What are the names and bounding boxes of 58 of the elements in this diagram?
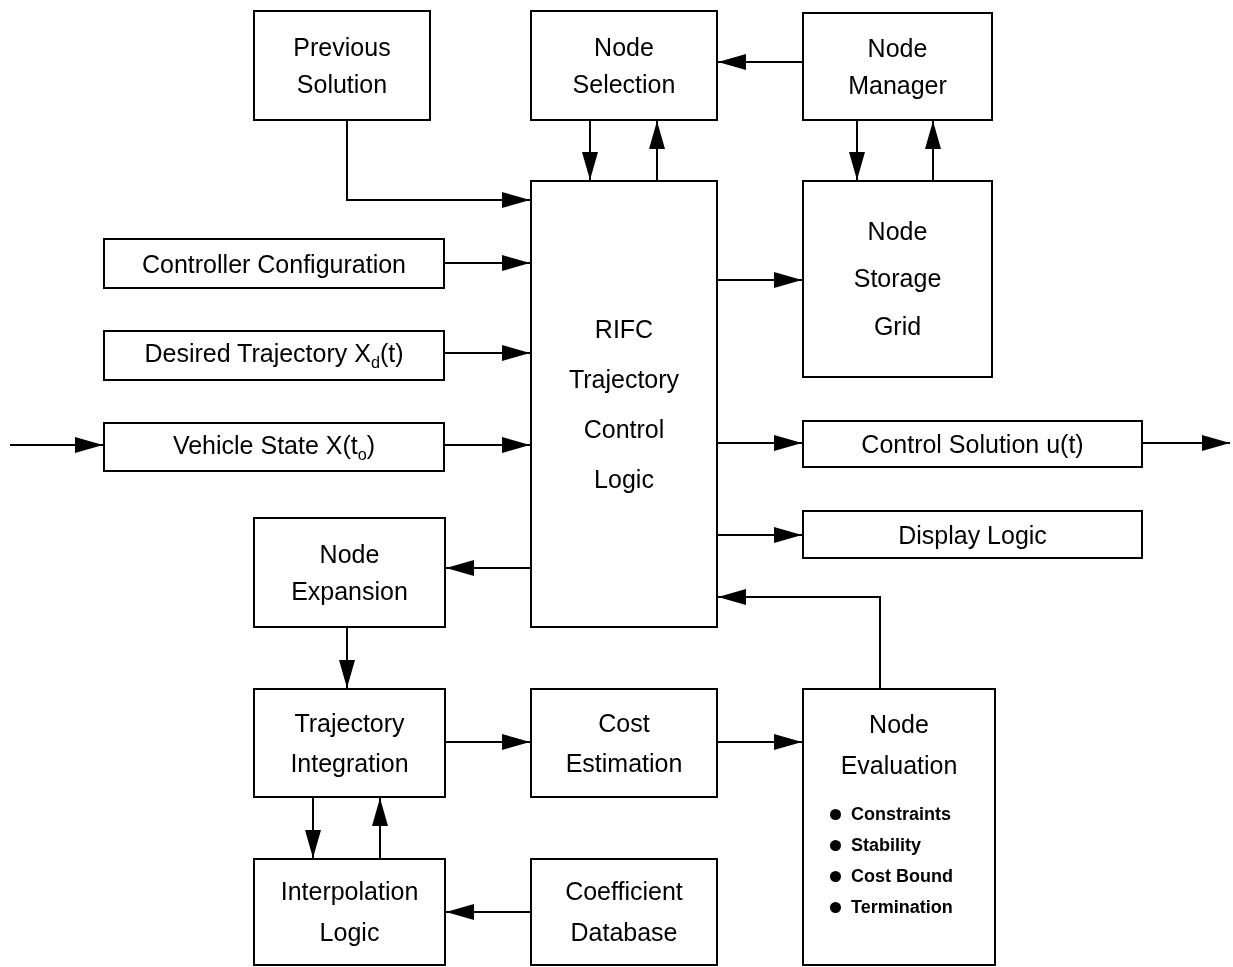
list-item: Termination: [851, 895, 953, 919]
process-box: [802, 180, 993, 378]
arrow: [649, 120, 665, 181]
process-box: [253, 858, 446, 966]
process-box: [802, 510, 1143, 559]
node-label: Desired Trajectory X$_{d}$(t): [144, 338, 404, 373]
arrow: [339, 627, 355, 689]
node-label: Trajectory Integration: [289, 708, 410, 779]
node-label: Vehicle State X(t$_{o}$): [172, 429, 376, 465]
process-box: [253, 688, 446, 798]
arrow: [717, 527, 803, 543]
arrow: [717, 54, 803, 70]
process-box: [530, 10, 718, 121]
arrow: [9, 437, 104, 453]
node-label: Control Solution u(t): [861, 429, 1084, 459]
arrow: [372, 797, 388, 859]
process-box: [802, 688, 996, 966]
arrow: [717, 435, 803, 451]
arrow: [445, 904, 531, 920]
process-box: [530, 858, 718, 966]
process-box: [530, 180, 718, 628]
node-label: Node Evaluation: [839, 709, 959, 782]
process-box: [802, 420, 1143, 468]
node-label: Node Expansion: [290, 539, 409, 607]
arrow: [582, 120, 598, 181]
node-label: Coefficient Database: [564, 875, 684, 948]
arrow: [305, 797, 321, 859]
arrow: [444, 255, 531, 271]
list-item: Cost Bound: [851, 864, 953, 888]
node-label: Previous Solution: [292, 32, 392, 100]
process-box: [530, 688, 718, 798]
process-box: [253, 10, 431, 121]
node-label: Cost Estimation: [564, 708, 684, 779]
arrow: [849, 120, 865, 181]
node-label: RIFC Trajectory Control Logic: [567, 314, 681, 495]
arrow: [1142, 435, 1231, 451]
arrow: [717, 734, 803, 750]
node-label: Node Manager: [847, 33, 948, 101]
process-box: [103, 238, 445, 289]
process-box: [103, 422, 445, 472]
node-label: Node Selection: [571, 32, 677, 100]
node-label: Display Logic: [898, 519, 1047, 550]
node-label: Interpolation Logic: [279, 875, 420, 948]
process-box: [802, 12, 993, 121]
list-item: Constraints: [851, 802, 951, 826]
arrow: [444, 345, 531, 361]
arrow: [445, 734, 531, 750]
arrow: [717, 272, 803, 288]
process-box: [103, 330, 445, 381]
arrow: [717, 589, 881, 689]
arrow: [445, 560, 531, 576]
arrow: [444, 437, 531, 453]
list-item: Stability: [851, 833, 921, 857]
process-box: [253, 517, 446, 628]
arrow: [925, 120, 941, 181]
arrow: [346, 120, 531, 208]
node-label: Controller Configuration: [142, 248, 406, 279]
node-label: Node Storage Grid: [852, 215, 943, 342]
